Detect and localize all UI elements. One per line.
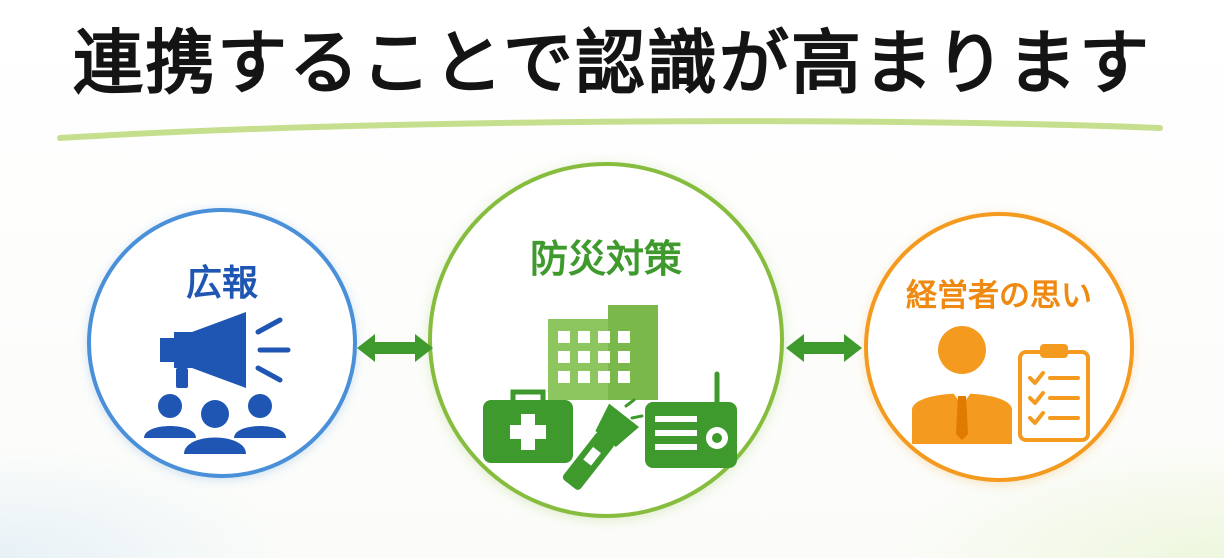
building-icon bbox=[548, 305, 658, 400]
radio-icon bbox=[645, 371, 737, 468]
checklist-clipboard-icon bbox=[1018, 344, 1090, 442]
disaster-prevention-label: 防災対策 bbox=[529, 237, 682, 281]
first-aid-kit-icon bbox=[483, 389, 573, 463]
management-thoughts-label: 経営者の思い bbox=[906, 278, 1092, 314]
megaphone-icon bbox=[160, 312, 291, 388]
title-underline bbox=[57, 118, 1163, 141]
left-double-arrow bbox=[357, 334, 433, 362]
flashlight-icon bbox=[562, 398, 644, 490]
pr-label: 広報 bbox=[185, 263, 258, 304]
right-double-arrow bbox=[786, 334, 862, 362]
businessman-icon bbox=[912, 326, 1012, 444]
page-title: 連携することで認識が高まります bbox=[73, 22, 1151, 104]
audience-icon bbox=[144, 394, 286, 454]
